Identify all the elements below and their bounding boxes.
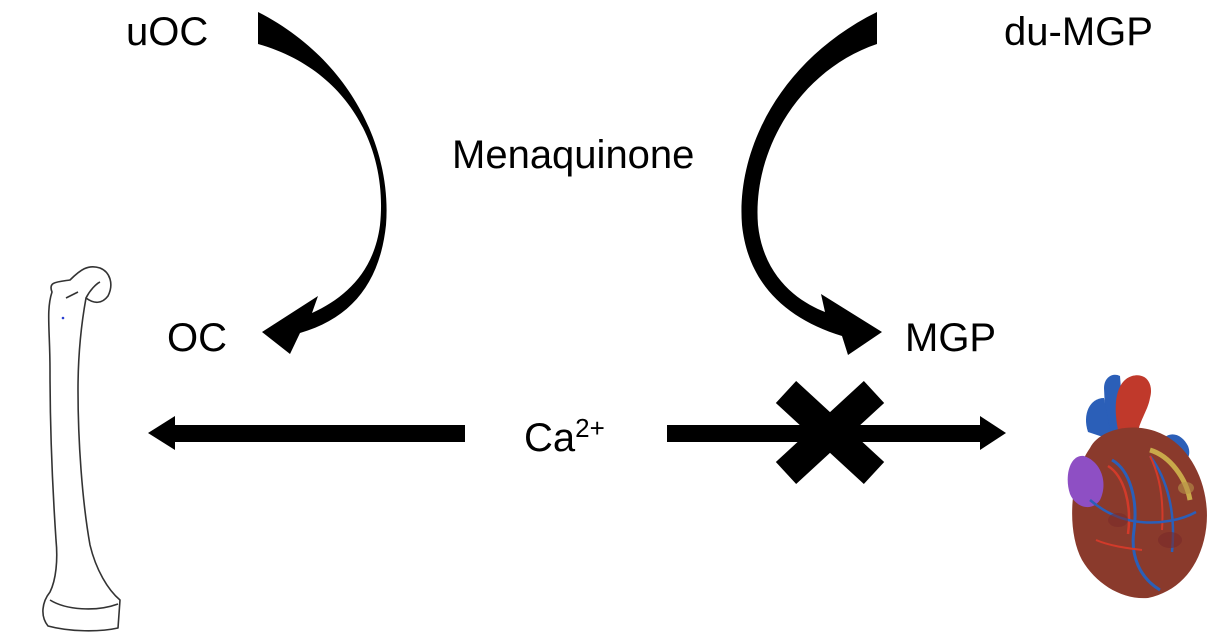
- label-calcium-ion: Ca2+: [524, 415, 605, 460]
- label-du-mgp: du-MGP: [1004, 10, 1153, 54]
- calcium-symbol: Ca: [524, 416, 576, 460]
- label-mgp: MGP: [905, 316, 997, 360]
- curved-arrow-uoc-to-oc: [258, 12, 387, 354]
- cross-mark-icon: [775, 380, 885, 485]
- anatomical-heart-icon: [1067, 374, 1207, 599]
- label-oc: OC: [167, 316, 227, 360]
- curved-arrow-dumgp-to-mgp: [741, 12, 882, 355]
- calcium-charge: 2+: [575, 413, 605, 443]
- femur-bone-icon: [42, 265, 121, 632]
- label-menaquinone: Menaquinone: [452, 133, 695, 177]
- label-uoc: uOC: [126, 10, 209, 54]
- arrow-calcium-to-bone: [148, 416, 465, 450]
